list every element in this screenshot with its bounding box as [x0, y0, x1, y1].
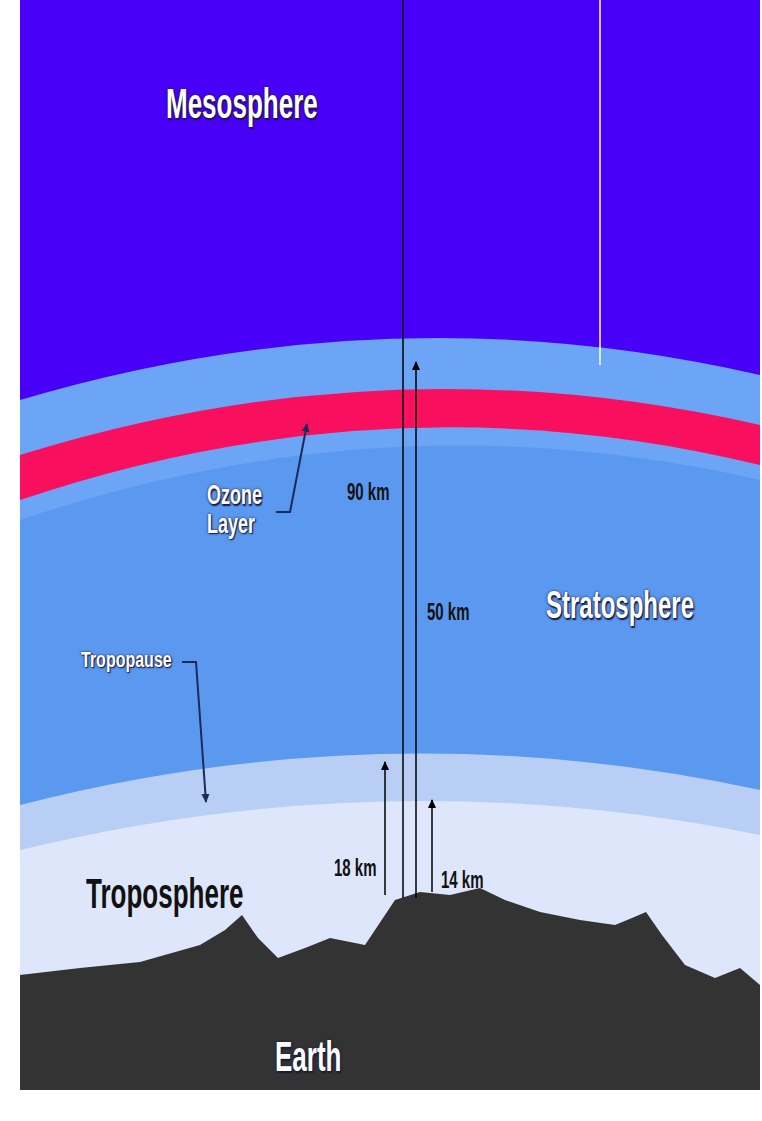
leader-line: [182, 662, 206, 802]
altitude-arrow: [415, 362, 417, 898]
earth-surface: [20, 888, 760, 1090]
layer-label: Ozone Layer: [207, 482, 269, 539]
altitude-value: 14 km: [441, 867, 484, 892]
layer-label: Earth: [275, 1036, 341, 1080]
stratosphere-band: [20, 446, 760, 1090]
altitude-value: 50 km: [427, 599, 470, 624]
altitude-arrow: [384, 762, 386, 895]
altitude-value: 90 km: [347, 479, 390, 504]
altitude-value: 18 km: [334, 855, 377, 880]
troposphere-band: [20, 801, 760, 1090]
upper-stratosphere-band: [20, 338, 760, 1090]
layer-label: Mesosphere: [166, 83, 318, 127]
ozone-lower-band: [20, 427, 760, 1090]
leader-line: [276, 424, 307, 512]
tropopause-band: [20, 753, 760, 1090]
layer-label: Troposphere: [86, 873, 243, 917]
boundary-line: [599, 0, 601, 365]
layer-label: Stratosphere: [546, 584, 694, 624]
altitude-line: [402, 0, 404, 898]
ozone-band: [20, 389, 760, 1090]
boundary-label: Tropopause: [81, 649, 172, 673]
mesosphere-band: [20, 0, 760, 1090]
altitude-arrow: [431, 800, 433, 892]
